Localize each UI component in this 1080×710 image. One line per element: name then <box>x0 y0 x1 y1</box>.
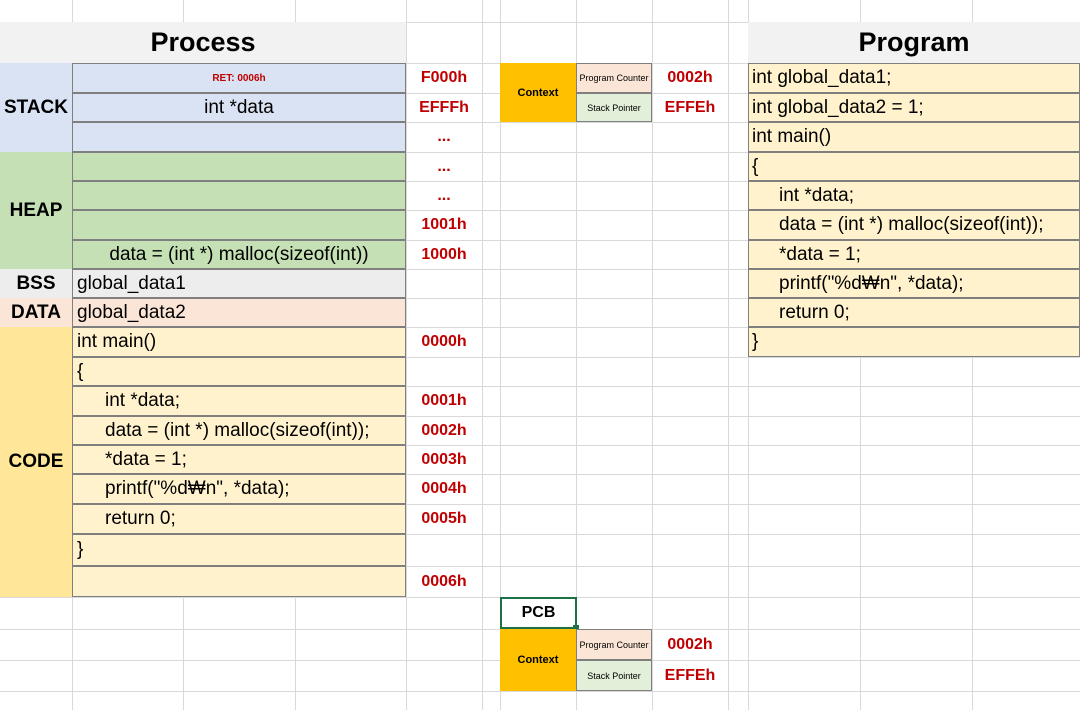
heap-row-malloc: data = (int *) malloc(sizeof(int)) <box>72 240 406 269</box>
code-row: *data = 1; <box>72 445 406 474</box>
grid-line <box>0 386 1080 387</box>
address-label: 1001h <box>421 216 467 233</box>
program-line: *data = 1; <box>748 240 1080 269</box>
code-row: return 0; <box>72 504 406 534</box>
address-label: F000h <box>420 69 468 86</box>
segment-heap-label: HEAP <box>0 152 72 269</box>
stack-row-empty <box>72 122 406 152</box>
code-row: } <box>72 534 406 566</box>
address-label: 0000h <box>421 333 467 350</box>
program-line: int global_data1; <box>748 63 1080 93</box>
program-line: data = (int *) malloc(sizeof(int)); <box>748 210 1080 240</box>
pcb-context-label: Context <box>500 629 576 691</box>
code-row: int main() <box>72 327 406 357</box>
grid-line <box>0 357 1080 358</box>
grid-line <box>482 0 483 710</box>
address-label: 0001h <box>421 392 467 409</box>
grid-line <box>0 181 1080 182</box>
grid-line <box>0 298 1080 299</box>
address-label: 0006h <box>421 572 467 590</box>
stack-pointer-label: Stack Pointer <box>576 93 652 122</box>
grid-line <box>576 0 577 710</box>
data-row: global_data2 <box>72 298 406 327</box>
process-title: Process <box>0 22 406 63</box>
grid-line <box>0 474 1080 475</box>
grid-line <box>500 0 501 710</box>
address-label: 1000h <box>421 245 467 263</box>
grid-line <box>0 691 1080 692</box>
program-line: return 0; <box>748 298 1080 327</box>
grid-line <box>0 210 1080 211</box>
address-label: 0002h <box>421 421 467 439</box>
program-line: int global_data2 = 1; <box>748 93 1080 122</box>
code-row: int *data; <box>72 386 406 416</box>
grid-line <box>728 0 729 710</box>
program-counter-value: 0002h <box>667 69 713 86</box>
grid-line <box>0 534 1080 535</box>
selection-handle[interactable] <box>573 625 579 631</box>
grid-line <box>0 445 1080 446</box>
program-line: int *data; <box>748 181 1080 210</box>
code-row <box>72 566 406 597</box>
heap-row <box>72 181 406 210</box>
pcb-stack-pointer-value: EFFEh <box>664 666 716 684</box>
bss-row: global_data1 <box>72 269 406 298</box>
program-line: printf("%d₩n", *data); <box>748 269 1080 298</box>
grid-line <box>0 566 1080 567</box>
address-label: 0005h <box>421 510 467 527</box>
address-label: ... <box>437 128 451 145</box>
stack-pointer-value: EFFEh <box>664 98 716 116</box>
heap-row <box>72 152 406 181</box>
program-title: Program <box>748 22 1080 63</box>
grid-line <box>0 152 1080 153</box>
grid-line <box>0 22 1080 23</box>
grid-line <box>406 0 407 710</box>
program-line: int main() <box>748 122 1080 152</box>
grid-line <box>0 122 1080 123</box>
pcb-program-counter-value: 0002h <box>667 635 713 653</box>
segment-data-label: DATA <box>0 298 72 327</box>
segment-code-label: CODE <box>0 327 72 597</box>
pcb-stack-pointer-label: Stack Pointer <box>576 660 652 691</box>
address-label: 0004h <box>421 480 467 497</box>
grid-line <box>652 0 653 710</box>
grid-line <box>0 240 1080 241</box>
address-label: 0003h <box>421 450 467 468</box>
address-label: EFFFh <box>419 98 469 116</box>
stack-row-return-address: RET: 0006h <box>72 63 406 93</box>
pcb-title[interactable]: PCB <box>500 597 577 629</box>
grid-line <box>0 504 1080 505</box>
segment-bss-label: BSS <box>0 269 72 298</box>
stack-row-local-data: int *data <box>72 93 406 122</box>
program-line: } <box>748 327 1080 357</box>
grid-line <box>0 416 1080 417</box>
address-label: ... <box>437 157 451 175</box>
address-label: ... <box>437 186 451 204</box>
address-label <box>406 357 482 386</box>
segment-stack-label: STACK <box>0 63 72 152</box>
grid-line <box>0 269 1080 270</box>
grid-line <box>0 327 1080 328</box>
heap-row <box>72 210 406 240</box>
code-row: printf("%d₩n", *data); <box>72 474 406 504</box>
pcb-program-counter-label: Program Counter <box>576 629 652 660</box>
code-row: { <box>72 357 406 386</box>
address-label <box>406 534 482 566</box>
context-label: Context <box>500 63 576 122</box>
code-row: data = (int *) malloc(sizeof(int)); <box>72 416 406 445</box>
program-counter-label: Program Counter <box>576 63 652 93</box>
program-line: { <box>748 152 1080 181</box>
